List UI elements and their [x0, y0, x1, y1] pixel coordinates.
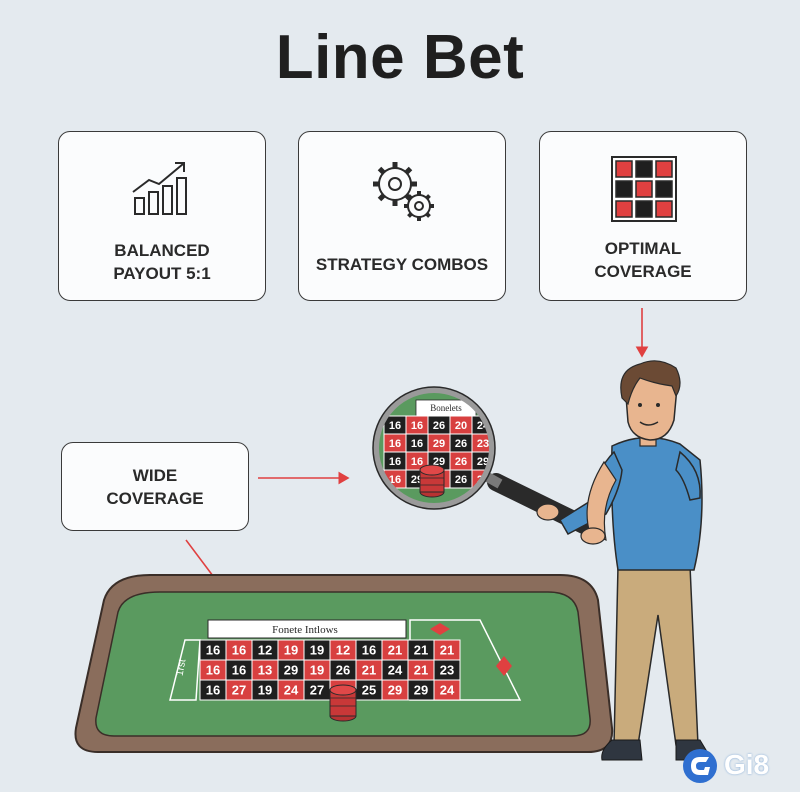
chip-stack [329, 684, 357, 722]
payout-label: PAYOUT 5:1 [113, 264, 211, 283]
table-number: 16 [362, 643, 376, 658]
table-number: 23 [440, 663, 454, 678]
wide-coverage-card: WIDE COVERAGE [61, 442, 249, 531]
table-number: 27 [310, 683, 324, 698]
table-number: 21 [388, 643, 402, 658]
table-number: 24 [388, 663, 403, 678]
table-side-label: 1rst [175, 658, 189, 677]
table-number: 27 [232, 683, 246, 698]
gi8-logo-mark [683, 749, 717, 783]
page-title: Line Bet [275, 23, 525, 92]
strategy-combos-card: STRATEGY COMBOS [298, 131, 506, 301]
optimal-label: OPTIMAL [604, 239, 682, 258]
table-number: 19 [310, 643, 324, 658]
balanced-payout-card: BALANCED PAYOUT 5:1 [58, 131, 266, 301]
growth-chart-icon [132, 162, 187, 215]
lens-number: 20 [455, 420, 467, 432]
table-number: 24 [440, 683, 455, 698]
roulette-table: Fonete Intlows 1rst 16 16 12 19 19 12 16 21 21 21… [74, 574, 614, 753]
optimal-coverage-card: OPTIMAL COVERAGE [539, 131, 747, 301]
coverage-label: COVERAGE [594, 262, 692, 281]
table-number: 19 [284, 643, 298, 658]
person-illustration [536, 360, 713, 761]
table-number: 16 [232, 643, 246, 658]
wide-label: WIDE [132, 466, 178, 485]
table-header-text: Fonete Intlows [272, 624, 338, 636]
table-number: 16 [206, 643, 220, 658]
table-number: 29 [284, 663, 298, 678]
lens-number: 23 [477, 438, 489, 450]
table-number: 16 [232, 663, 246, 678]
table-number: 19 [258, 683, 272, 698]
table-number: 29 [388, 683, 402, 698]
lens-number: 16 [389, 474, 401, 486]
table-number: 21 [414, 643, 428, 658]
table-number: 21 [440, 643, 454, 658]
wide-coverage-label: COVERAGE [106, 489, 204, 508]
lens-number: 26 [433, 420, 445, 432]
lens-number: 16 [389, 456, 401, 468]
lens-number: 16 [389, 438, 401, 450]
table-number: 12 [336, 643, 350, 658]
logo-text: Gi8 [724, 749, 770, 780]
table-number: 13 [258, 663, 272, 678]
lens-number: 29 [433, 438, 445, 450]
table-number: 19 [310, 663, 324, 678]
table-number: 24 [284, 683, 299, 698]
strategy-label: STRATEGY COMBOS [315, 255, 489, 274]
table-number: 21 [414, 663, 428, 678]
table-number: 12 [258, 643, 272, 658]
table-number: 26 [336, 663, 350, 678]
balanced-label: BALANCED [114, 241, 210, 260]
table-number: 16 [206, 663, 220, 678]
lens-number: 16 [411, 438, 423, 450]
table-cell [433, 679, 461, 701]
table-number: 25 [362, 683, 376, 698]
lens-number: 26 [455, 456, 467, 468]
lens-number: 16 [389, 420, 401, 432]
table-number: 29 [414, 683, 428, 698]
lens-number: 16 [411, 456, 423, 468]
lens-number: 26 [455, 438, 467, 450]
gears-icon [373, 162, 434, 221]
lens-number: 16 [411, 420, 423, 432]
gi8-logo: Gi8 [720, 749, 769, 781]
lens-number: 29 [477, 456, 489, 468]
grid-icon [611, 156, 677, 222]
table-number: 21 [362, 663, 376, 678]
lens-number: 26 [455, 474, 467, 486]
table-number: 16 [206, 683, 220, 698]
lens-header-text: Bonelets [430, 403, 462, 413]
